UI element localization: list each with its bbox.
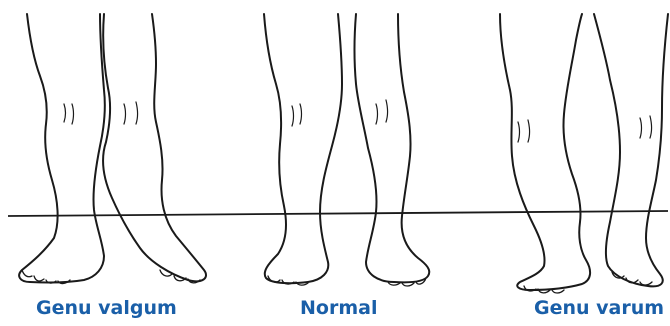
normal-left-knee: [292, 104, 302, 126]
caption-genu-valgum: Genu valgum: [36, 296, 177, 320]
valgum-right-knee: [124, 102, 138, 124]
normal-legs: [264, 14, 429, 286]
caption-normal: Normal: [300, 296, 377, 320]
varum-right-knee: [640, 116, 652, 138]
normal-left-toes: [268, 276, 308, 285]
normal-right-leg: [355, 14, 430, 282]
normal-left-leg: [264, 14, 342, 283]
varum-left-leg: [500, 14, 590, 290]
genu-valgum-legs: [19, 14, 206, 284]
varum-right-toes: [612, 272, 652, 285]
normal-right-knee: [376, 100, 388, 124]
varum-left-knee: [518, 120, 530, 142]
valgum-left-knee: [64, 104, 74, 124]
valgum-left-leg: [19, 14, 105, 283]
genu-varum-legs: [500, 14, 668, 293]
caption-genu-varum: Genu varum: [534, 296, 664, 320]
varum-right-leg: [594, 14, 668, 286]
floor-line: [8, 211, 668, 216]
valgum-right-leg: [103, 14, 206, 281]
